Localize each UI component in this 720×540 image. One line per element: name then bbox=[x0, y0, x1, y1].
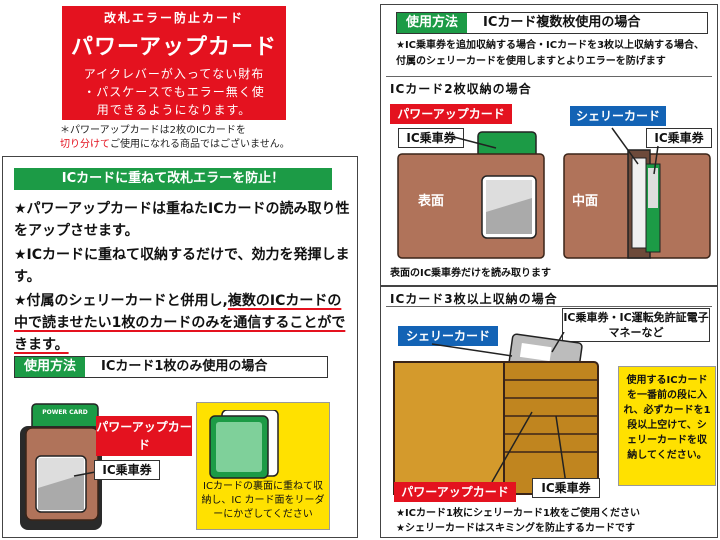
left-panel-title: ICカードに重ねて改札エラーを防止！ bbox=[14, 168, 332, 190]
bottom-note-1: ★ICカード1枚にシェリーカード1枚をご使用ください bbox=[396, 508, 640, 519]
usage-caution-note: ＊パワーアップカードは2枚のICカードを 切り分けてご使用になれる商品ではござい… bbox=[60, 124, 290, 152]
usage-text: ICカード1枚のみ使用の場合 bbox=[101, 359, 268, 374]
powerup-card-logo: POWER CARD bbox=[42, 409, 88, 416]
two-card-section-title: ICカード2枚収納の場合 bbox=[390, 82, 532, 96]
multi-usage-heading: 使用方法 ICカード複数枚使用の場合 bbox=[396, 12, 708, 34]
bullet-2: ★ICカードに重ねて収納するだけで、効力を発揮します。 bbox=[14, 247, 350, 285]
middle-label: 中面 bbox=[572, 194, 599, 209]
three-card-instruction-box: 使用するICカードを一番前の段に入れ、必ずカードを1段以上空けて、シェリーカード… bbox=[618, 366, 716, 486]
usage-text-2: ICカード複数枚使用の場合 bbox=[483, 15, 641, 30]
divider-2 bbox=[386, 306, 712, 307]
header-desc-line1: アイクレバーが入ってない財布 bbox=[83, 67, 265, 81]
powerup-card-label-2: パワーアップカード bbox=[390, 104, 512, 124]
caution-red-text: 切り分けて bbox=[60, 139, 110, 150]
bullet-3a: ★付属のシェリーカードと併用し, bbox=[14, 293, 228, 309]
multi-card-note: ★IC乗車券を追加収納する場合・ICカードを3枚以上収納する場合、付属のシェリー… bbox=[396, 40, 705, 67]
feature-bullets: ★パワーアップカードは重ねたICカードの読み取り性をアップさせます。 ★ICカー… bbox=[14, 198, 354, 358]
ic-ticket-label-2: IC乗車券 bbox=[398, 128, 464, 148]
header-desc-line2: ・パスケースでもエラー無く使 bbox=[83, 85, 265, 99]
wallet-front-illustration bbox=[397, 131, 545, 259]
bottom-notes: ★ICカード1枚にシェリーカード1枚をご使用ください ★シェリーカードはスキミン… bbox=[396, 506, 640, 536]
ic-ticket-label-3: IC乗車券 bbox=[646, 128, 712, 148]
bottom-note-2: ★シェリーカードはスキミングを防止するカードです bbox=[396, 523, 635, 534]
wallet-inside-illustration bbox=[563, 127, 711, 259]
shelly-card-label: シェリーカード bbox=[570, 106, 666, 126]
header-desc: アイクレバーが入ってない財布 ・パスケースでもエラー無く使 用できるようになりま… bbox=[62, 65, 286, 119]
divider bbox=[386, 76, 712, 77]
instruction-text: ICカードの裏面に重ねて収納し、IC カード面をリーダーにかざしてください bbox=[201, 481, 325, 520]
caution-line2: 切り分けてご使用になれる商品ではございません。 bbox=[60, 138, 290, 152]
front-label: 表面 bbox=[418, 194, 445, 209]
product-header-box: 改札エラー防止カード パワーアップカード アイクレバーが入ってない財布 ・パスケ… bbox=[62, 6, 286, 120]
header-desc-line3: 用できるようになります。 bbox=[96, 103, 252, 117]
usage-tag-2: 使用方法 bbox=[397, 13, 467, 33]
single-usage-heading: 使用方法 ICカード1枚のみ使用の場合 bbox=[14, 356, 328, 378]
header-subtitle: 改札エラー防止カード bbox=[103, 11, 244, 25]
three-card-section-title: ICカード3枚以上収納の場合 bbox=[390, 292, 558, 306]
three-card-panel bbox=[380, 286, 718, 538]
ic-ticket-label-4: IC乗車券 bbox=[532, 478, 600, 498]
usage-tag: 使用方法 bbox=[15, 357, 85, 377]
caution-line1: ＊パワーアップカードは2枚のICカードを bbox=[60, 125, 246, 136]
ic-ticket-label: IC乗車券 bbox=[94, 460, 160, 480]
wallet-three-card-illustration bbox=[393, 332, 599, 495]
two-card-note: 表面のIC乗車券だけを読み取ります bbox=[390, 268, 552, 279]
powerup-card-label-3: パワーアップカード bbox=[394, 482, 516, 502]
caution-rest-text: ご使用になれる商品ではございません。 bbox=[110, 139, 290, 150]
powerup-card-label: パワーアップカード bbox=[96, 416, 192, 456]
ic-various-label: IC乗車券・IC運転免許証電子マネーなど bbox=[562, 308, 710, 342]
shelly-card-label-2: シェリーカード bbox=[398, 326, 498, 346]
bullet-3b: 複数のICカードの中で読ませたい1枚のカードのみを通信することができます。 bbox=[14, 293, 346, 353]
bullet-1: ★パワーアップカードは重ねたICカードの読み取り性をアップさせます。 bbox=[14, 201, 350, 239]
multi-card-panel bbox=[380, 4, 718, 286]
bullet-3: ★付属のシェリーカードと併用し,複数のICカードの中で読ませたい1枚のカードのみ… bbox=[14, 290, 354, 356]
single-card-panel bbox=[2, 156, 358, 538]
header-title: パワーアップカード bbox=[70, 35, 278, 60]
card-stack-illustration bbox=[209, 410, 279, 479]
